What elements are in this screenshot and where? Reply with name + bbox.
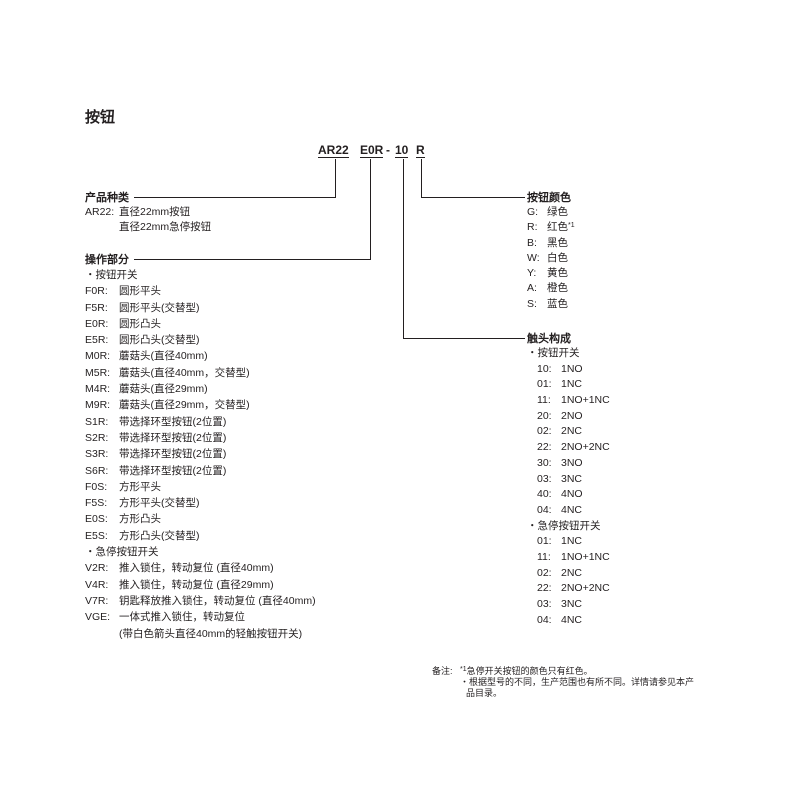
operation-item: VGE:一体式推入锁住，转动复位 [85, 611, 245, 624]
color-item: S:蓝色 [527, 297, 568, 310]
group-label-pushbutton: ・按钮开关 [85, 269, 138, 281]
page-title: 按钮 [85, 108, 116, 126]
operation-item: V7R:钥匙释放推入锁住，转动复位 (直径40mm) [85, 594, 316, 607]
button-color-heading: 按钮颜色 [527, 191, 571, 204]
contact-item: 04:4NC [537, 503, 583, 516]
contact-item: 11:1NO+1NC [537, 550, 610, 563]
color-item: R:红色*1 [527, 221, 575, 234]
contact-item: 03:3NC [537, 472, 583, 485]
operation-item: V2R:推入锁住，转动复位 (直径40mm) [85, 562, 274, 575]
operation-part-section: 操作部分 ・按钮开关 F0R:圆形平头 F5R:圆形平头(交替型) E0R:圆形… [85, 252, 316, 642]
connector-line-operation-h [134, 259, 371, 260]
contact-item: 01:1NC [537, 378, 583, 391]
group-label-emergency-stop: ・急停按钮开关 [527, 519, 601, 532]
color-item: G:绿色 [527, 206, 568, 218]
color-item: W:白色 [527, 251, 568, 264]
operation-item: S6R:带选择环型按钮(2位置) [85, 464, 227, 477]
product-type-desc: 直径22mm急停按钮 [119, 221, 212, 233]
contact-item: 02:2NC [537, 425, 583, 438]
operation-item: S3R:带选择环型按钮(2位置) [85, 448, 227, 461]
contact-item: 22:2NO+2NC [537, 582, 610, 595]
contact-item: 40:4NO [537, 488, 583, 501]
operation-item: E5S:方形凸头(交替型) [85, 529, 200, 542]
operation-item: M4R:蘑菇头(直径29mm) [85, 383, 208, 396]
operation-item: M5R:蘑菇头(直径40mm，交替型) [85, 366, 250, 379]
note-item: ・根据型号的不同，生产范围也有所不同。详情请参见本产 [460, 677, 695, 687]
operation-item: F0R:圆形平头 [85, 285, 161, 298]
contact-item: 01:1NC [537, 535, 583, 548]
group-label-emergency-stop: ・急停按钮开关 [85, 546, 159, 559]
product-type-section: 产品种类 AR22: 直径22mm按钮 直径22mm急停按钮 [85, 190, 211, 235]
contact-item: 03:3NC [537, 598, 583, 610]
operation-item: F5S:方形平头(交替型) [85, 497, 200, 510]
contact-config-section: 触头构成 ・按钮开关 10:1NO 01:1NC 11:1NO+1NC 20:2… [527, 331, 610, 628]
product-type-row: 直径22mm急停按钮 [85, 220, 211, 235]
notes-label: 备注: [432, 666, 453, 676]
model-code: AR22 E0R - 10 R [0, 143, 800, 163]
connector-line-color-v [421, 159, 422, 198]
code-segment-dash: - [386, 143, 390, 157]
color-item: Y:黄色 [527, 267, 568, 280]
operation-item: F5R:圆形平头(交替型) [85, 301, 200, 314]
contact-item: 30:3NO [537, 456, 583, 469]
note-item: 品目录。 [466, 688, 503, 698]
contact-item: 20:2NO [537, 409, 583, 422]
color-item: B:黑色 [527, 236, 568, 249]
connector-line-contact-v [403, 159, 404, 339]
operation-item: M0R:蘑菇头(直径40mm) [85, 350, 208, 363]
product-type-row: AR22: 直径22mm按钮 [85, 205, 211, 220]
code-segment-series: AR22 [318, 143, 349, 158]
button-color-section: 按钮颜色 G:绿色 R:红色*1 B:黑色 W:白色 Y:黄色 A:橙色 S:蓝… [527, 190, 575, 312]
operation-item: S1R:带选择环型按钮(2位置) [85, 415, 227, 428]
connector-line-series-h [134, 197, 336, 198]
contact-item: 02:2NC [537, 566, 583, 579]
footnote-marker: *1 [568, 222, 575, 230]
footnote-marker: *1 [460, 666, 467, 673]
operation-part-heading: 操作部分 [85, 253, 129, 266]
contact-item: 04:4NC [537, 613, 583, 626]
connector-line-color-h [421, 197, 525, 198]
operation-item: E5R:圆形凸头(交替型) [85, 334, 200, 347]
product-type-code: AR22: [85, 206, 115, 218]
contact-config-heading: 触头构成 [527, 332, 571, 345]
group-label-pushbutton: ・按钮开关 [527, 347, 580, 359]
product-type-desc: 直径22mm按钮 [119, 206, 191, 218]
product-type-heading: 产品种类 [85, 191, 129, 204]
notes-section: 备注: *1急停开关按钮的颜色只有红色。 ・根据型号的不同，生产范围也有所不同。… [432, 666, 694, 699]
connector-line-operation-v [370, 159, 371, 260]
operation-item: E0S:方形凸头 [85, 513, 161, 526]
code-segment-color: R [416, 143, 425, 158]
contact-item: 22:2NO+2NC [537, 441, 610, 454]
code-segment-operation: E0R [360, 143, 384, 158]
contact-item: 10:1NO [537, 362, 583, 375]
color-item: A:橙色 [527, 282, 568, 295]
operation-item: V4R:推入锁住，转动复位 (直径29mm) [85, 578, 274, 591]
note-item: *1急停开关按钮的颜色只有红色。 [460, 666, 593, 676]
operation-item: F0S:方形平头 [85, 480, 161, 493]
operation-item: S2R:带选择环型按钮(2位置) [85, 431, 227, 444]
connector-line-series-v [335, 159, 336, 198]
contact-item: 11:1NO+1NC [537, 394, 610, 407]
operation-item: E0R:圆形凸头 [85, 317, 161, 330]
code-segment-contact: 10 [395, 143, 409, 158]
operation-item: M9R:蘑菇头(直径29mm，交替型) [85, 399, 250, 412]
operation-item: (带白色箭头直径40mm的轻触按钮开关) [119, 627, 303, 640]
connector-line-contact-h [403, 338, 525, 339]
